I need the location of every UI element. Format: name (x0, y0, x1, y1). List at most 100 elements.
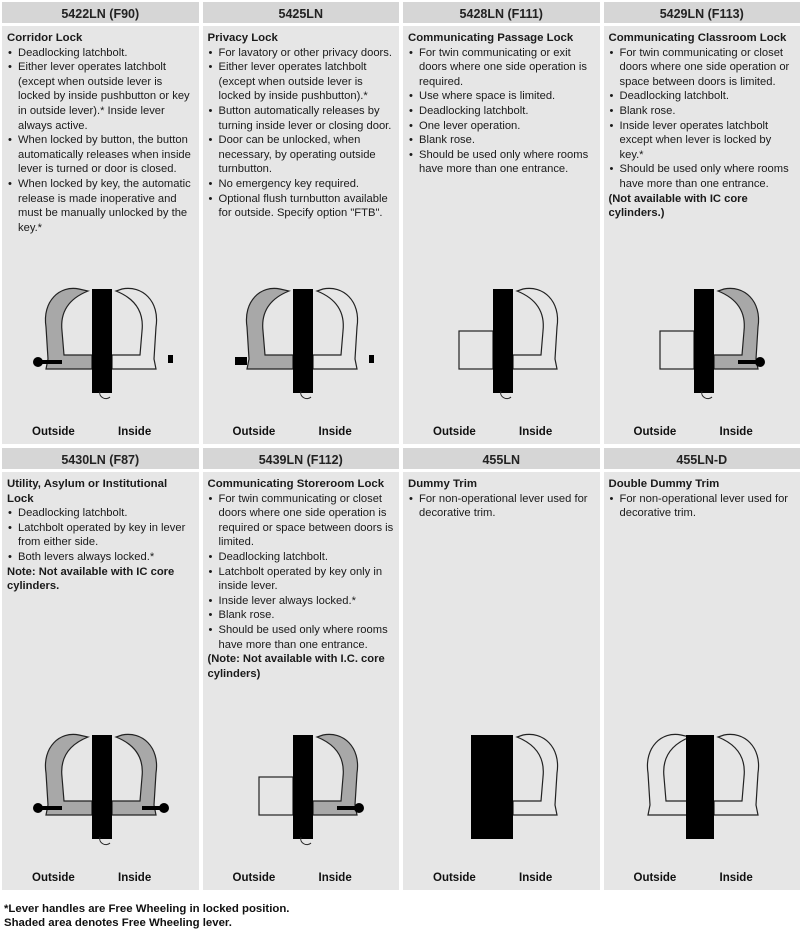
cell-455ln: 455LN Dummy Trim For non-operational lev… (403, 448, 600, 890)
inside-label: Inside (719, 426, 753, 438)
outside-label: Outside (32, 426, 75, 438)
cell-5430ln: 5430LN (F87) Utility, Asylum or Institut… (2, 448, 199, 890)
lock-diagram-dummy-single (471, 733, 559, 839)
list-item: Both levers always locked.* (7, 550, 194, 565)
list-item: For twin communicating or exit doors whe… (408, 46, 595, 90)
key-icon (142, 806, 160, 810)
cell-title: Privacy Lock (207, 32, 278, 44)
cell-455ln-d: 455LN-D Double Dummy Trim For non-operat… (603, 448, 801, 890)
cell-5429ln: 5429LN (F113) Communicating Classroom Lo… (603, 2, 801, 444)
list-item: Deadlocking latchbolt. (7, 46, 194, 61)
latchbolt (299, 836, 311, 846)
key-cylinder-icon (33, 357, 43, 367)
blank-rose-outside (658, 330, 695, 370)
inside-lever (712, 733, 759, 816)
cell-title: Communicating Storeroom Lock (207, 478, 385, 490)
door-edge (92, 735, 112, 839)
list-item: One lever operation. (408, 119, 595, 134)
inside-label: Inside (118, 426, 152, 438)
inside-label: Inside (318, 426, 352, 438)
bullet-list: Deadlocking latchbolt. Latchbolt operate… (7, 506, 194, 564)
list-item: Use where space is limited. (408, 89, 595, 104)
cell-description: Dummy Trim For non-operational lever use… (403, 472, 600, 521)
list-item: Latchbolt operated by key in lever from … (7, 521, 194, 550)
inside-lever-shaded (712, 287, 759, 370)
bullet-list: For lavatory or other privacy doors. Eit… (208, 46, 395, 221)
list-item: Should be used only where rooms have mor… (408, 148, 595, 177)
list-item: For non-operational lever used for decor… (408, 492, 595, 521)
latchbolt (99, 836, 111, 846)
cell-code-header: 5422LN (F90) (2, 2, 199, 26)
inside-label: Inside (118, 872, 152, 884)
list-item: Inside lever always locked.* (208, 594, 395, 609)
blank-rose-outside (257, 776, 294, 816)
turnbutton-icon (234, 357, 247, 365)
lock-diagram-both-levers-outside-shaded-keyed (33, 287, 173, 400)
list-item: Either lever operates latchbolt (except … (7, 60, 194, 133)
key-cylinder-icon (33, 803, 43, 813)
latchbolt (700, 390, 712, 400)
key-cylinder-icon (353, 803, 364, 813)
door-edge (693, 289, 714, 393)
latchbolt (500, 390, 512, 400)
footnotes: *Lever handles are Free Wheeling in lock… (4, 902, 289, 930)
list-item: Either lever operates latchbolt (except … (208, 60, 395, 104)
list-item: Blank rose. (208, 608, 395, 623)
cell-description: Corridor Lock Deadlocking latchbolt. Eit… (2, 26, 199, 235)
cell-title: Utility, Asylum or Institutional Lock (7, 478, 168, 505)
cell-5428ln: 5428LN (F111) Communicating Passage Lock… (403, 2, 600, 444)
outside-lever-shaded (44, 733, 93, 816)
cell-description: Utility, Asylum or Institutional Lock De… (2, 472, 199, 594)
pushbutton-icon (368, 355, 374, 363)
list-item: When locked by button, the button automa… (7, 133, 194, 177)
cell-code-header: 5425LN (202, 2, 399, 26)
outside-lever-shaded (44, 287, 93, 370)
bullet-list: For twin communicating or closet doors w… (609, 46, 796, 192)
blank-rose-outside (458, 330, 494, 370)
inside-lever (111, 287, 158, 370)
lock-diagram-both-shaded-both-keyed (33, 733, 169, 846)
cell-5439ln: 5439LN (F112) Communicating Storeroom Lo… (202, 448, 399, 890)
cell-note: (Not available with IC core cylinders.) (608, 192, 748, 220)
list-item: Deadlocking latchbolt. (609, 89, 796, 104)
outside-lever-shaded (245, 287, 294, 370)
key-icon (336, 806, 355, 810)
cell-description: Communicating Classroom Lock For twin co… (604, 26, 801, 221)
cell-title: Communicating Classroom Lock (608, 32, 787, 44)
list-item: Button automatically releases by turning… (208, 104, 395, 133)
list-item: Deadlocking latchbolt. (408, 104, 595, 119)
cell-note: (Note: Not available with I.C. core cyli… (207, 653, 385, 680)
footnote-shaded-area: Shaded area denotes Free Wheeling lever. (4, 917, 232, 929)
cell-5425ln: 5425LN Privacy Lock For lavatory or othe… (202, 2, 400, 444)
key-cylinder-icon (754, 357, 765, 367)
inside-lever (311, 287, 358, 370)
list-item: Should be used only where rooms have mor… (609, 162, 796, 191)
list-item: Latchbolt operated by key only in inside… (208, 565, 395, 594)
key-cylinder-icon (159, 803, 169, 813)
outside-label: Outside (433, 872, 476, 884)
lock-diagram-storeroom-inside-keyed (257, 733, 364, 846)
list-item: Inside lever operates latchbolt except w… (609, 119, 796, 163)
lock-diagram-single-inside-lever (458, 287, 559, 400)
cell-description: Privacy Lock For lavatory or other priva… (203, 26, 400, 221)
list-item: When locked by key, the automatic releas… (7, 177, 194, 235)
inside-label: Inside (519, 426, 553, 438)
cell-code-header: 5428LN (F111) (403, 2, 600, 26)
outside-label: Outside (633, 872, 677, 884)
outside-label: Outside (32, 872, 75, 884)
outside-label: Outside (232, 872, 276, 884)
cell-code-header: 455LN (403, 448, 600, 472)
door-edge (292, 735, 313, 839)
outside-label: Outside (633, 426, 677, 438)
door-edge (471, 735, 495, 839)
cell-description: Double Dummy Trim For non-operational le… (604, 472, 801, 521)
door-edge (685, 735, 714, 839)
cell-title: Double Dummy Trim (608, 478, 720, 490)
footnote-free-wheeling: *Lever handles are Free Wheeling in lock… (4, 903, 290, 915)
list-item: Blank rose. (408, 133, 595, 148)
key-icon (737, 360, 756, 364)
bullet-list: Deadlocking latchbolt. Either lever oper… (7, 46, 194, 236)
door-edge (493, 289, 513, 393)
inside-lever (512, 287, 559, 370)
outside-label: Outside (232, 426, 276, 438)
